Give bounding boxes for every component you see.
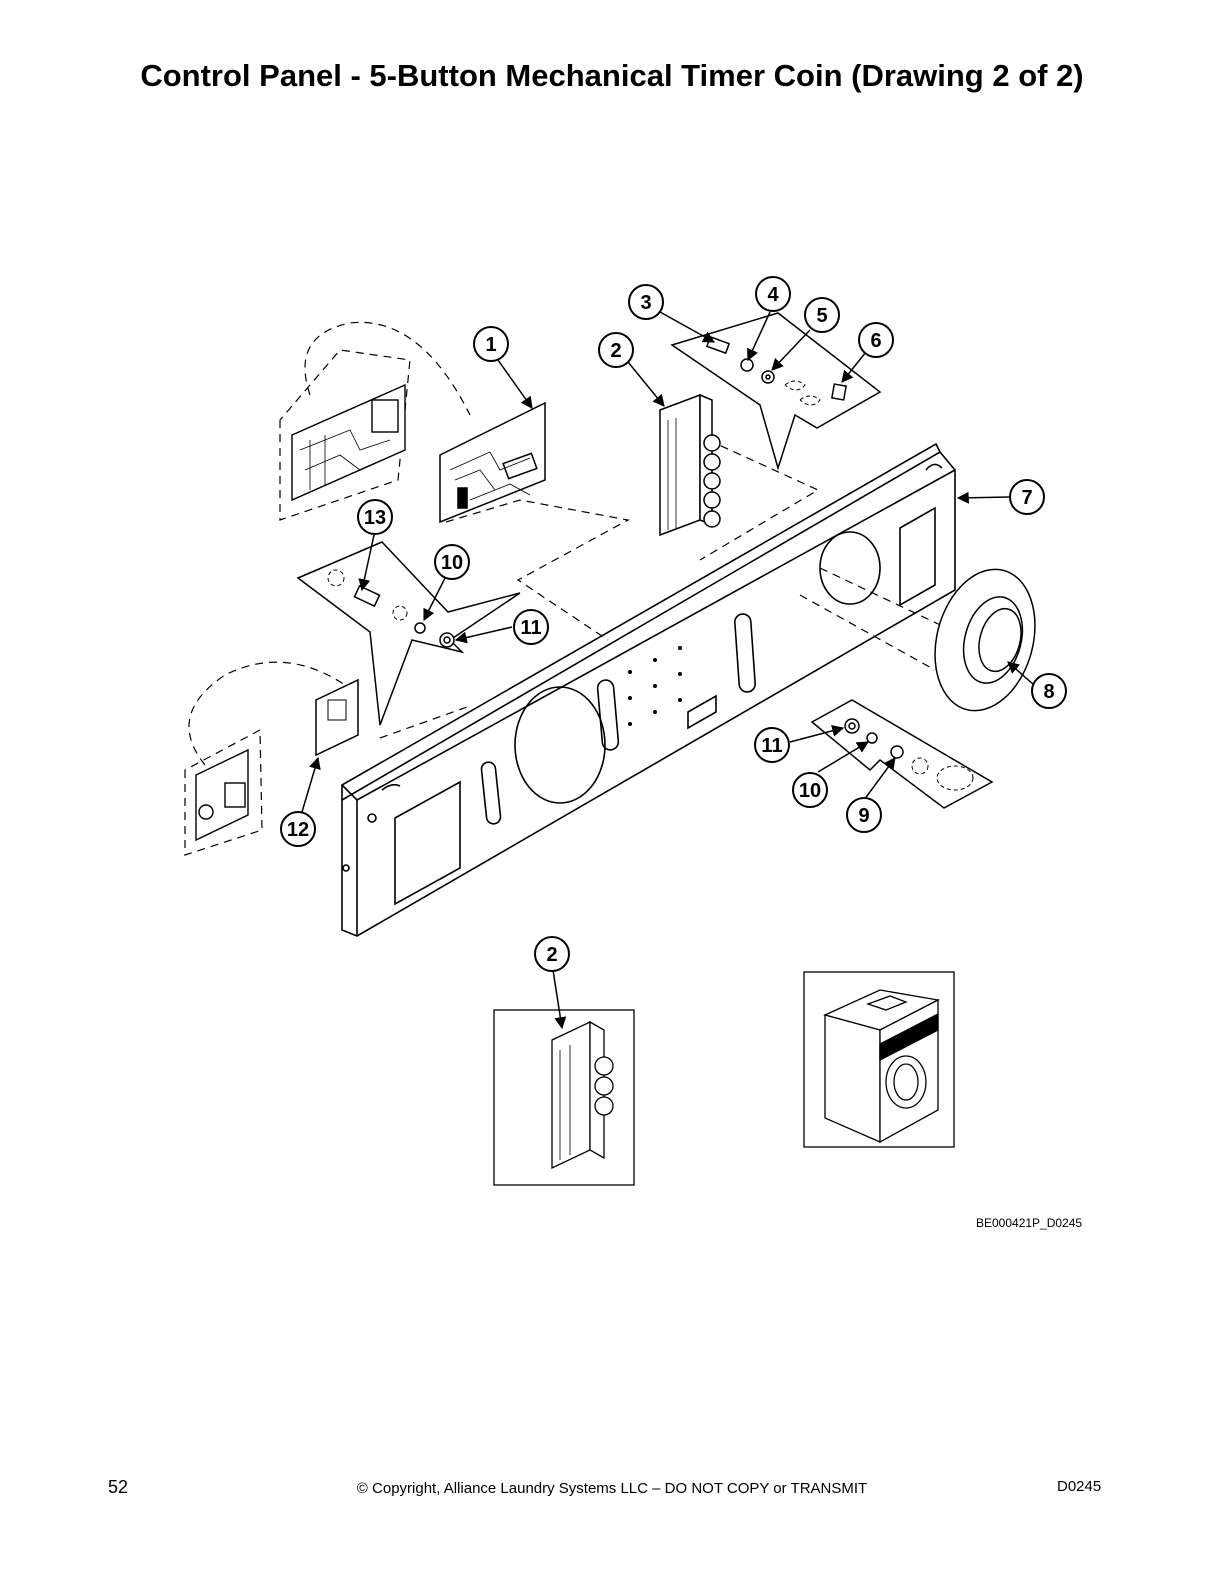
svg-text:2: 2 bbox=[546, 944, 557, 966]
svg-text:11: 11 bbox=[761, 735, 782, 757]
leader-12 bbox=[301, 756, 321, 813]
svg-text:13: 13 bbox=[364, 507, 386, 529]
leader-2 bbox=[627, 361, 665, 407]
page-title: Control Panel - 5-Button Mechanical Time… bbox=[140, 58, 1084, 93]
svg-text:11: 11 bbox=[520, 617, 541, 639]
leader-8 bbox=[1007, 661, 1035, 686]
page-number: 52 bbox=[108, 1477, 129, 1497]
leader-3 bbox=[659, 311, 716, 343]
callout-2-inset: 2 bbox=[534, 936, 570, 972]
leader-5 bbox=[771, 329, 811, 371]
callout-13: 13 bbox=[357, 499, 393, 535]
svg-text:6: 6 bbox=[870, 330, 881, 352]
control-board-1 bbox=[439, 401, 546, 524]
control-panel-7 bbox=[341, 442, 956, 937]
svg-text:12: 12 bbox=[287, 819, 309, 841]
callout-1: 1 bbox=[473, 326, 509, 362]
svg-text:9: 9 bbox=[858, 805, 869, 827]
leader-10a bbox=[423, 577, 446, 622]
leader-1 bbox=[497, 359, 533, 409]
machine-overview-inset bbox=[803, 971, 955, 1148]
leader-13 bbox=[358, 534, 375, 592]
button-assembly-2 bbox=[659, 393, 721, 537]
leader-11b bbox=[789, 724, 845, 743]
callout-10-upper: 10 bbox=[434, 544, 470, 580]
callout-12: 12 bbox=[280, 811, 316, 847]
svg-text:1: 1 bbox=[485, 334, 496, 356]
callout-3: 3 bbox=[628, 284, 664, 320]
bezel-8 bbox=[934, 568, 1036, 712]
svg-text:7: 7 bbox=[1021, 487, 1032, 509]
copyright-notice: © Copyright, Alliance Laundry Systems LL… bbox=[356, 1480, 868, 1497]
callout-4: 4 bbox=[755, 276, 791, 312]
svg-text:2: 2 bbox=[610, 340, 621, 362]
svg-text:5: 5 bbox=[816, 305, 827, 327]
callout-6: 6 bbox=[858, 322, 894, 358]
hardware-box-3-6 bbox=[670, 312, 882, 471]
leader-4 bbox=[747, 311, 771, 362]
svg-text:8: 8 bbox=[1043, 681, 1054, 703]
callout-2: 2 bbox=[598, 332, 634, 368]
svg-text:4: 4 bbox=[767, 284, 779, 306]
leader-6 bbox=[841, 351, 867, 383]
callout-7: 7 bbox=[1009, 479, 1045, 515]
svg-text:3: 3 bbox=[640, 292, 651, 314]
board-12 bbox=[315, 678, 359, 757]
callout-5: 5 bbox=[804, 297, 840, 333]
document-code: D0245 bbox=[1057, 1478, 1102, 1495]
leader-7 bbox=[956, 491, 1011, 504]
leader-11a bbox=[454, 626, 513, 644]
callout-9: 9 bbox=[846, 797, 882, 833]
callout-11-upper: 11 bbox=[513, 609, 549, 645]
svg-text:10: 10 bbox=[799, 780, 821, 802]
board-inset-lower bbox=[195, 748, 249, 842]
leader-10b bbox=[817, 741, 870, 773]
callout-11-lower: 11 bbox=[754, 727, 790, 763]
inset-box-2 bbox=[493, 1009, 635, 1186]
callout-8: 8 bbox=[1031, 673, 1067, 709]
leader-2b bbox=[552, 969, 567, 1030]
drawing-code: BE000421P_D0245 bbox=[976, 1216, 1083, 1230]
svg-text:10: 10 bbox=[441, 552, 463, 574]
leader-9 bbox=[863, 757, 896, 801]
hardware-box-9-11 bbox=[810, 699, 994, 809]
callout-10-lower: 10 bbox=[792, 772, 828, 808]
board-inset-upper bbox=[291, 383, 406, 502]
